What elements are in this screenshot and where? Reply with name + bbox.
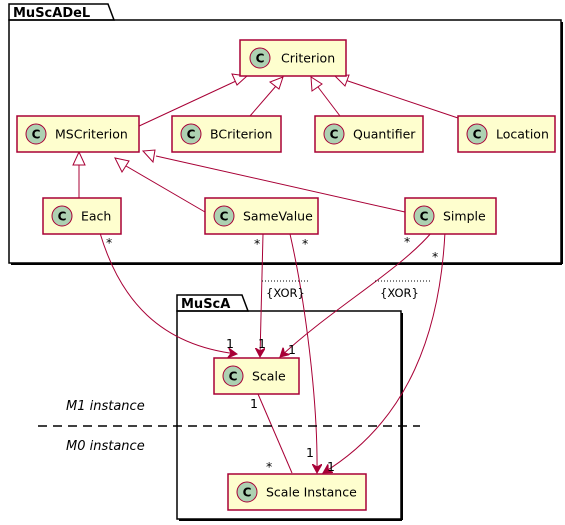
class-icon: C	[58, 210, 67, 224]
mult-simple-src-1: *	[404, 234, 410, 249]
mult-scale-tgt-each: 1	[226, 336, 234, 351]
class-icon: C	[473, 128, 482, 142]
class-icon: C	[220, 210, 229, 224]
generalization-edges	[72, 73, 459, 213]
class-icon: C	[256, 52, 265, 66]
class-icon: C	[32, 128, 41, 142]
class-location: C Location	[457, 115, 556, 153]
multiplicity-labels: * * * * * 1 1 1 1 * 1 1	[106, 234, 438, 474]
class-name: Scale	[252, 369, 286, 384]
class-mscriterion: C MSCriterion	[16, 115, 140, 153]
package-muscadel-label: MuScADeL	[13, 6, 90, 21]
class-name: Scale Instance	[266, 485, 357, 500]
mult-instance-tgt-scale: *	[266, 459, 272, 474]
mult-scale-tgt-simple: 1	[288, 342, 296, 357]
class-name: Criterion	[281, 51, 335, 66]
package-musca: MuScA	[176, 294, 403, 521]
class-name: Location	[496, 127, 549, 142]
class-samevalue: C SameValue	[204, 197, 319, 235]
mult-each-src: *	[106, 235, 112, 250]
class-bcriterion: C BCriterion	[171, 115, 282, 153]
class-name: Quantifier	[353, 127, 416, 142]
class-criterion: C Criterion	[239, 39, 347, 77]
xor-constraint-right: {XOR}	[380, 286, 419, 300]
mult-samevalue-src-1: *	[254, 236, 260, 251]
mult-samevalue-src-2: *	[302, 236, 308, 251]
class-name: BCriterion	[210, 127, 272, 142]
package-muscadel: MuScADeL	[8, 3, 563, 265]
level-m0-label: M0 instance	[66, 439, 145, 454]
class-name: Simple	[443, 209, 486, 224]
mult-instance-tgt-simple: 1	[327, 459, 335, 474]
mult-simple-src-2: *	[432, 249, 438, 264]
class-name: SameValue	[243, 209, 313, 224]
mult-scale-src-instance: 1	[250, 396, 258, 411]
class-simple: C Simple	[404, 197, 497, 235]
association-edges	[99, 231, 446, 473]
class-scale-instance: C Scale Instance	[227, 473, 367, 511]
class-quantifier: C Quantifier	[314, 115, 424, 153]
package-musca-label: MuScA	[181, 297, 230, 312]
class-icon: C	[229, 370, 238, 384]
class-each: C Each	[42, 197, 122, 235]
class-scale: C Scale	[213, 357, 300, 395]
mult-instance-tgt-samevalue: 1	[306, 445, 314, 460]
xor-constraint-left: {XOR}	[266, 286, 305, 300]
class-name: Each	[81, 209, 111, 224]
class-icon: C	[187, 128, 196, 142]
level-m1-label: M1 instance	[66, 399, 145, 414]
class-name: MSCriterion	[55, 127, 128, 142]
mult-scale-tgt-samevalue: 1	[258, 336, 266, 351]
class-icon: C	[330, 128, 339, 142]
class-icon: C	[420, 210, 429, 224]
class-icon: C	[243, 486, 252, 500]
